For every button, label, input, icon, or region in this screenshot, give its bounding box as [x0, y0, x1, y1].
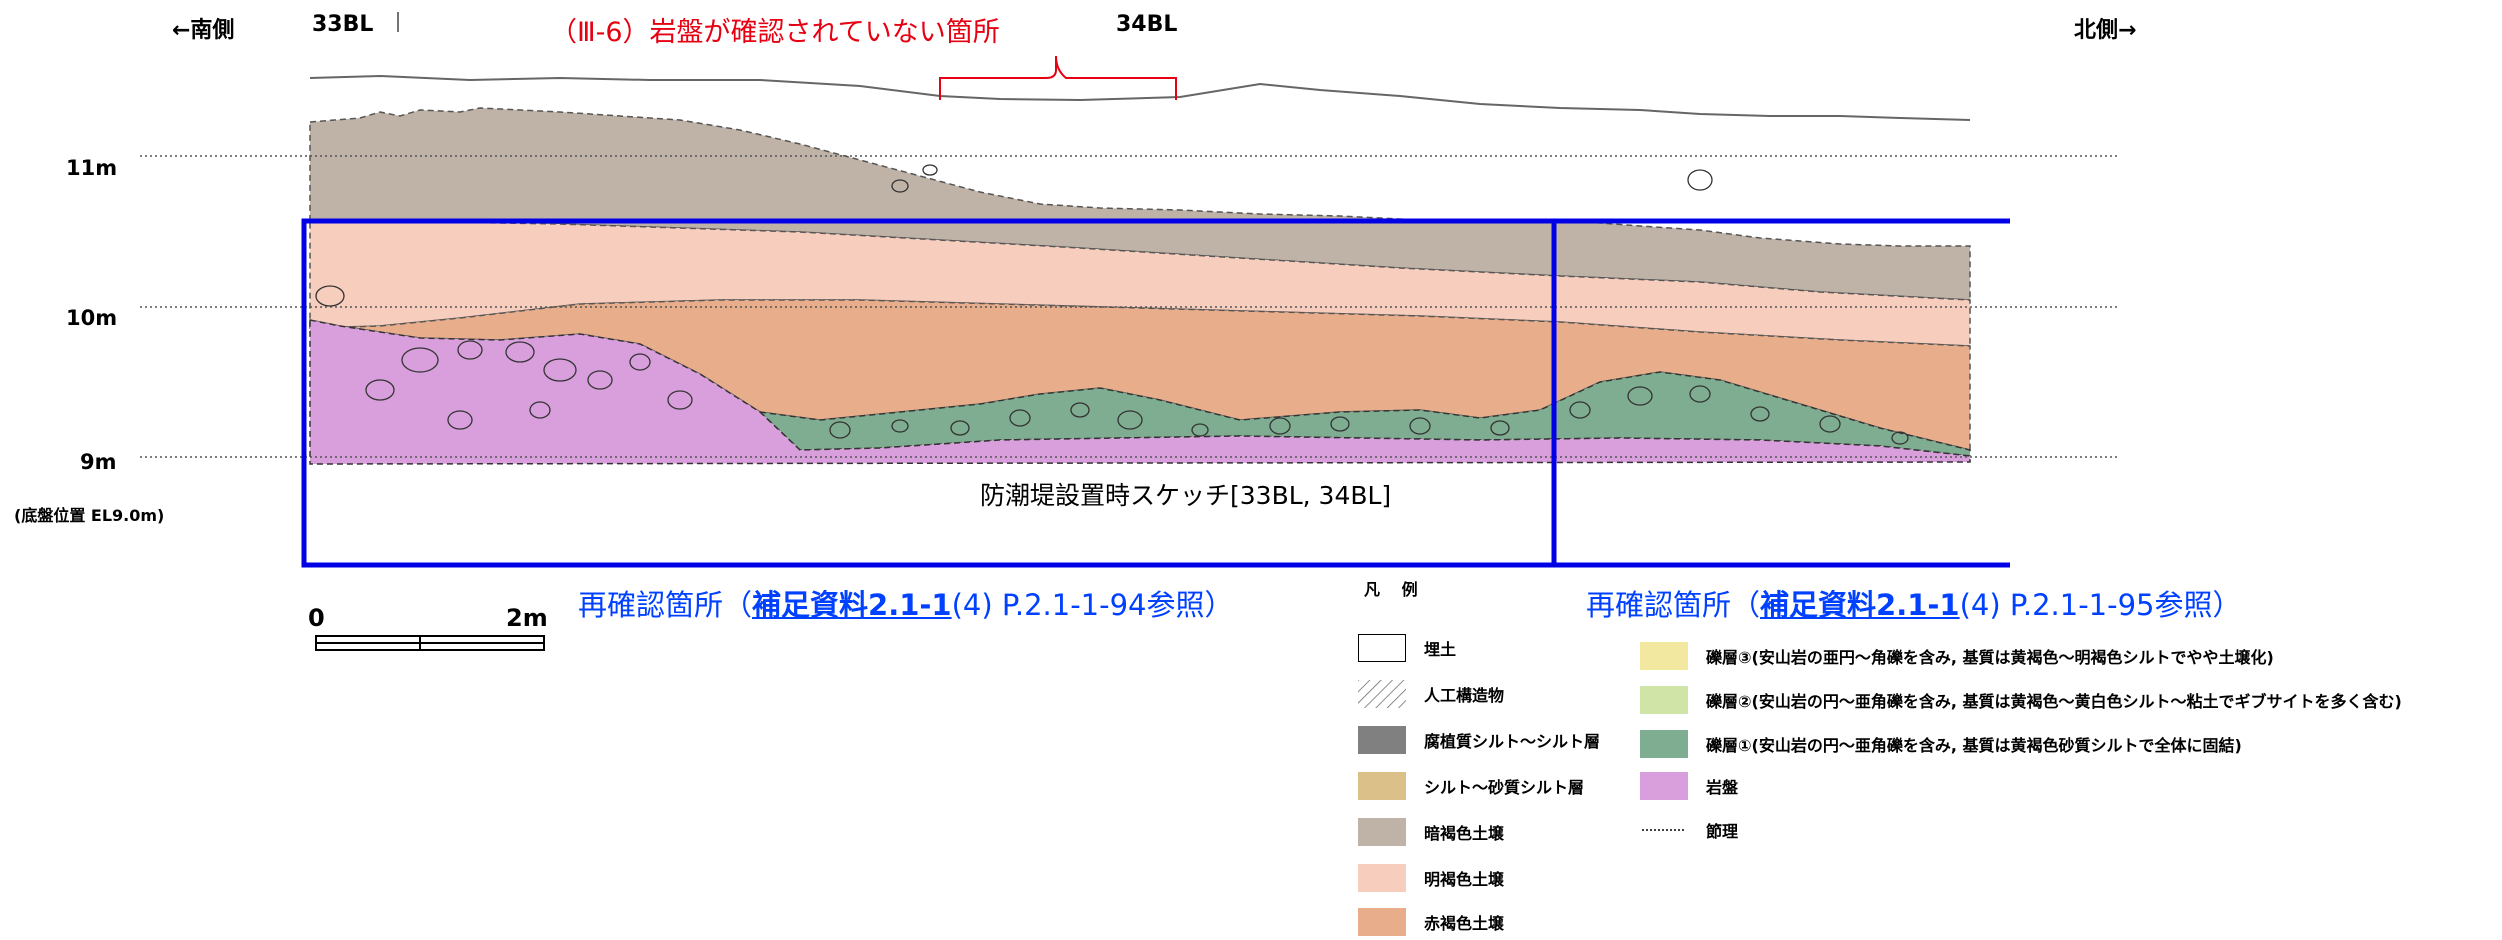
- scale-bar: [315, 635, 545, 651]
- legend-item: 腐植質シルト～シルト層: [1358, 726, 1600, 754]
- light-brown-soil-swatch: [1358, 864, 1406, 892]
- legend-item: 埋土: [1358, 634, 1456, 662]
- bl34-label: 34BL: [1116, 12, 1178, 37]
- legend-label: 赤褐色土壌: [1424, 914, 1505, 933]
- legend-item: 岩盤: [1640, 772, 1738, 800]
- legend-label: 礫層③(安山岩の亜円～角礫を含み, 基質は黄褐色～明褐色シルトでやや土壌化): [1706, 648, 2274, 667]
- base-elevation-note: (底盤位置 EL9.0m): [14, 506, 165, 525]
- supplement-link-right[interactable]: 補足資料2.1-1: [1760, 588, 1960, 622]
- elevation-label-10m: 10m: [66, 306, 118, 330]
- legend-label: 人工構造物: [1424, 686, 1505, 705]
- bedrock-layer: [309, 319, 1971, 465]
- legend-item: 暗褐色土壌: [1358, 818, 1504, 846]
- sandy-silt-swatch: [1358, 772, 1406, 800]
- recheck-ref-right-prefix: 再確認箇所（: [1586, 588, 1761, 622]
- sketch-caption: 防潮堤設置時スケッチ[33BL, 34BL]: [980, 481, 1392, 510]
- legend-item: 人工構造物: [1358, 680, 1504, 708]
- legend-item: 礫層③(安山岩の亜円～角礫を含み, 基質は黄褐色～明褐色シルトでやや土壌化): [1640, 642, 2274, 670]
- dark-brown-soil-swatch: [1358, 818, 1406, 846]
- legend-item: 節理: [1640, 816, 1738, 844]
- legend-title: 凡 例: [1364, 580, 1426, 599]
- legend-item: 赤褐色土壌: [1358, 908, 1504, 936]
- hatched-structure-swatch: [1358, 680, 1406, 708]
- south-direction-label: ←南側: [172, 18, 235, 43]
- legend-item: 礫層②(安山岩の円～亜角礫を含み, 基質は黄褐色～黄白色シルト～粘土でギブサイト…: [1640, 686, 2402, 714]
- scale-start-label: 0: [308, 604, 325, 632]
- recheck-ref-left-suffix: (4) P.2.1-1-94参照）: [951, 588, 1234, 622]
- supplement-link-left[interactable]: 補足資料2.1-1: [752, 588, 952, 622]
- recheck-ref-left-prefix: 再確認箇所（: [578, 588, 753, 622]
- red-brown-soil-swatch: [1358, 908, 1406, 936]
- legend-label: 腐植質シルト～シルト層: [1424, 732, 1601, 751]
- recheck-ref-right: 再確認箇所（補足資料2.1-1(4) P.2.1-1-95参照）: [1586, 582, 2242, 624]
- recheck-ref-right-suffix: (4) P.2.1-1-95参照）: [1959, 588, 2242, 622]
- gravel-3-swatch: [1640, 642, 1688, 670]
- humic-silt-swatch: [1358, 726, 1406, 754]
- recheck-ref-left: 再確認箇所（補足資料2.1-1(4) P.2.1-1-94参照）: [578, 582, 1234, 624]
- gravel-2-swatch: [1640, 686, 1688, 714]
- alert-label: （Ⅲ-6）岩盤が確認されていない箇所: [550, 17, 1000, 48]
- legend-label: 節理: [1706, 822, 1739, 841]
- elevation-label-9m: 9m: [80, 450, 117, 474]
- legend-label: 礫層②(安山岩の円～亜角礫を含み, 基質は黄褐色～黄白色シルト～粘土でギブサイト…: [1706, 692, 2402, 711]
- gravel-1-swatch: [1640, 730, 1688, 758]
- alert-brace: [939, 55, 1177, 100]
- legend-label: 埋土: [1424, 640, 1457, 659]
- legend-label: 明褐色土壌: [1424, 870, 1505, 889]
- legend-label: 岩盤: [1706, 778, 1739, 797]
- bedrock-swatch: [1640, 772, 1688, 800]
- scale-end-label: 2m: [506, 604, 548, 632]
- fill-soil-swatch: [1358, 634, 1406, 662]
- bl33-label: 33BL: [312, 12, 374, 37]
- legend-label: シルト～砂質シルト層: [1424, 778, 1585, 797]
- legend-item: シルト～砂質シルト層: [1358, 772, 1584, 800]
- legend-item: 礫層①(安山岩の円～亜角礫を含み, 基質は黄褐色砂質シルトで全体に固結): [1640, 730, 2242, 758]
- ground-surface-line: [309, 74, 1971, 121]
- joint-line-swatch: [1642, 829, 1686, 831]
- north-direction-label: 北側→: [2074, 18, 2137, 43]
- recheck-box-left: [301, 218, 1557, 568]
- legend-label: 暗褐色土壌: [1424, 824, 1505, 843]
- legend-item: 明褐色土壌: [1358, 864, 1504, 892]
- elevation-label-11m: 11m: [66, 156, 118, 180]
- legend-label: 礫層①(安山岩の円～亜角礫を含み, 基質は黄褐色砂質シルトで全体に固結): [1706, 736, 2242, 755]
